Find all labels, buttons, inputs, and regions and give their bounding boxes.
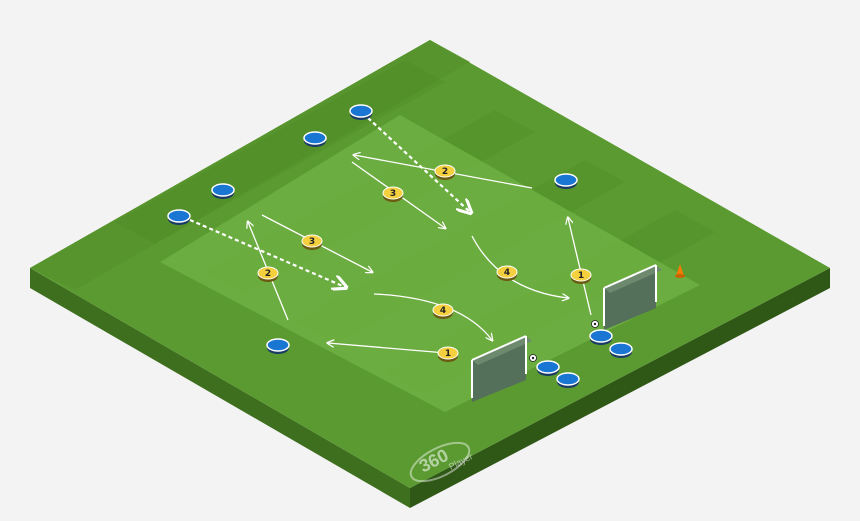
player-disc-icon (211, 183, 235, 199)
step-number: 2 (442, 167, 448, 177)
player-disc-icon (609, 342, 633, 358)
step-number: 2 (265, 269, 271, 279)
pass-arrows (189, 117, 470, 287)
player-disc-icon (303, 131, 327, 147)
step-marker-4-left: 4 (432, 303, 454, 319)
turf-edge-band (30, 40, 470, 290)
goal-near (471, 335, 532, 402)
goal-far (603, 264, 662, 330)
players (167, 104, 633, 388)
platform-side-right (410, 268, 830, 508)
player-disc-icon (536, 360, 560, 376)
step-marker-3-left: 3 (301, 234, 323, 250)
step-number: 3 (390, 189, 396, 199)
step-number: 3 (309, 237, 315, 247)
step-number: 1 (578, 271, 584, 281)
player-disc-icon (554, 173, 578, 189)
step-marker-4-right: 4 (496, 265, 518, 281)
step-number: 4 (504, 268, 510, 278)
player-disc-icon (266, 338, 290, 354)
player-disc-icon (349, 104, 373, 120)
step-marker-3-top: 3 (382, 186, 404, 202)
soccer-ball-icon (529, 354, 537, 362)
cone-icon (675, 264, 685, 278)
step-marker-2-left: 2 (257, 266, 279, 282)
playing-zone (160, 115, 700, 412)
step-number: 1 (445, 349, 451, 359)
player-disc-icon (589, 329, 613, 345)
step-marker-1-far: 1 (570, 268, 592, 284)
player-disc-icon (556, 372, 580, 388)
step-marker-1-near: 1 (437, 346, 459, 362)
player-disc-icon (167, 209, 191, 225)
platform-side-left (30, 268, 410, 508)
soccer-ball-icon (591, 320, 599, 328)
step-number: 4 (440, 306, 446, 316)
step-marker-2-top: 2 (434, 164, 456, 180)
